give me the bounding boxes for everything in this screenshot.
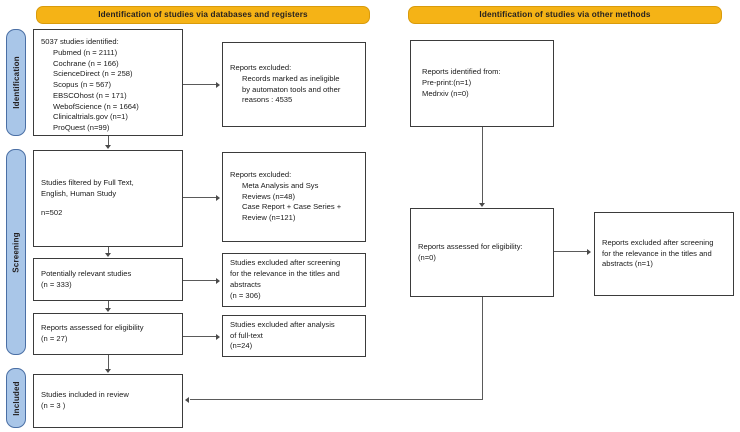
- connector-other-assessed-to-other-excluded: [554, 251, 588, 253]
- stage-label-included: Included: [11, 380, 21, 416]
- included-review-line-1: Studies included in review: [41, 390, 129, 400]
- filtered-count: n=502: [41, 208, 63, 218]
- box-potentially-relevant-studies: Potentially relevant studies (n = 333): [33, 258, 183, 301]
- studies-identified-heading: 5037 studies identified:: [41, 37, 119, 46]
- banner-other-label: Identification of studies via other meth…: [479, 10, 651, 20]
- arrowhead-potentially-relevant-to-excluded-titles: [216, 277, 220, 284]
- connector-filtered-to-potentially-relevant: [108, 247, 110, 253]
- filtered-line-2: English, Human Study: [41, 188, 117, 198]
- source-proquest: ProQuest (n=99): [53, 123, 110, 133]
- excluded-titles-line-1: Studies excluded after screening: [230, 258, 341, 268]
- box-reports-excluded-types: Reports excluded: Meta Analysis and Sys …: [222, 152, 366, 242]
- excluded-types-heading: Reports excluded:: [230, 170, 292, 180]
- excluded-automation-line-2: by automaton tools and other: [242, 84, 341, 94]
- excluded-automation-heading: Reports excluded:: [230, 62, 292, 72]
- banner-other-methods: Identification of studies via other meth…: [408, 6, 722, 24]
- excluded-titles-line-3: abstracts: [230, 280, 261, 289]
- arrowhead-other-assessed-to-other-excluded: [587, 248, 591, 255]
- arrowhead-filtered-to-excluded-types: [216, 194, 220, 201]
- other-excluded-line-2: for the relevance in the titles and: [602, 248, 712, 258]
- banner-databases-label: Identification of studies via databases …: [98, 10, 308, 20]
- box-other-reports-identified: Reports identified from: Pre-print:(n=1)…: [410, 40, 554, 127]
- other-assessed-count: (n=0): [418, 252, 436, 262]
- box-reports-excluded-automation: Reports excluded: Records marked as inel…: [222, 42, 366, 127]
- excluded-titles-line-2: for the relevance in the titles and: [230, 269, 340, 279]
- excluded-fulltext-line-1: Studies excluded after analysis: [230, 319, 335, 329]
- potentially-relevant-count: (n = 333): [41, 279, 72, 289]
- excluded-types-line-2: Reviews (n=48): [242, 191, 295, 201]
- excluded-types-line-1: Meta Analysis and Sys: [242, 180, 319, 190]
- other-excluded-line-1: Reports excluded after screening: [602, 237, 714, 247]
- arrowhead-identified-to-excluded-automation: [216, 81, 220, 88]
- excluded-fulltext-line-2: of full-text: [230, 330, 263, 340]
- excluded-automation-line-1: Records marked as ineligible: [242, 73, 340, 83]
- connector-identified-to-excluded-automation: [183, 84, 217, 86]
- potentially-relevant-line-1: Potentially relevant studies: [41, 268, 132, 278]
- connector-other-assessed-to-included-horizontal: [190, 399, 483, 401]
- assessed-eligibility-count: (n = 27): [41, 334, 68, 343]
- arrowhead-filtered-to-potentially-relevant: [105, 253, 111, 257]
- connector-assessed-to-excluded-fulltext: [183, 336, 217, 338]
- source-pubmed: Pubmed (n = 2111): [53, 47, 118, 57]
- other-identified-heading: Reports identified from:: [422, 67, 501, 77]
- connector-filtered-to-excluded-types: [183, 197, 217, 199]
- arrowhead-assessed-to-included: [105, 369, 111, 373]
- stage-label-identification: Identification: [11, 56, 21, 109]
- source-webofscience: WebofScience (n = 1664): [53, 101, 139, 111]
- excluded-types-line-4: Review (n=121): [242, 213, 296, 223]
- stage-tab-included: Included: [6, 368, 26, 428]
- other-identified-preprint: Pre-print:(n=1): [422, 78, 472, 88]
- connector-identified-to-filtered: [108, 136, 110, 145]
- connector-potentially-relevant-to-assessed: [108, 301, 110, 308]
- assessed-eligibility-line-1: Reports assessed for eligibility: [41, 323, 144, 333]
- banner-databases-registers: Identification of studies via databases …: [36, 6, 370, 24]
- source-scopus: Scopus (n = 567): [53, 80, 112, 90]
- stage-tab-identification: Identification: [6, 29, 26, 136]
- filtered-line-1: Studies filtered by Full Text,: [41, 177, 134, 187]
- connector-other-assessed-to-included-vertical: [482, 297, 484, 400]
- arrowhead-other-assessed-to-included: [185, 396, 189, 403]
- box-studies-included-in-review: Studies included in review (n = 3 ): [33, 374, 183, 428]
- excluded-titles-count: (n = 306): [230, 290, 261, 300]
- other-identified-medrxiv: Medrxiv (n=0): [422, 88, 469, 98]
- arrowhead-other-identified-to-other-assessed: [479, 203, 485, 207]
- box-excluded-after-screening-titles: Studies excluded after screening for the…: [222, 253, 366, 307]
- source-ebscohost: EBSCOhost (n = 171): [53, 90, 127, 100]
- excluded-types-line-3: Case Report + Case Series +: [242, 202, 342, 212]
- box-studies-identified: 5037 studies identified: Pubmed (n = 211…: [33, 29, 183, 136]
- connector-potentially-relevant-to-excluded-titles: [183, 280, 217, 282]
- excluded-fulltext-count: (n=24): [230, 341, 253, 351]
- source-cochrane: Cochrane (n = 166): [53, 58, 119, 68]
- other-assessed-line-1: Reports assessed for eligibility:: [418, 241, 523, 251]
- arrowhead-assessed-to-excluded-fulltext: [216, 333, 220, 340]
- source-clinicaltrials: Clinicaltrials.gov (n=1): [53, 112, 128, 122]
- arrowhead-identified-to-filtered: [105, 145, 111, 149]
- source-sciencedirect: ScienceDirect (n = 258): [53, 69, 133, 79]
- connector-assessed-to-included: [108, 355, 110, 369]
- stage-label-screening: Screening: [11, 231, 21, 273]
- box-other-reports-excluded: Reports excluded after screening for the…: [594, 212, 734, 296]
- other-excluded-line-3: abstracts (n=1): [602, 259, 653, 269]
- stage-tab-screening: Screening: [6, 149, 26, 355]
- box-other-reports-assessed: Reports assessed for eligibility: (n=0): [410, 208, 554, 297]
- box-excluded-after-fulltext: Studies excluded after analysis of full-…: [222, 315, 366, 357]
- arrowhead-potentially-relevant-to-assessed: [105, 308, 111, 312]
- box-studies-filtered: Studies filtered by Full Text, English, …: [33, 150, 183, 247]
- excluded-automation-line-3: reasons : 4535: [242, 95, 293, 105]
- box-reports-assessed-eligibility: Reports assessed for eligibility (n = 27…: [33, 313, 183, 355]
- connector-other-identified-to-other-assessed: [482, 127, 484, 203]
- included-review-count: (n = 3 ): [41, 401, 66, 410]
